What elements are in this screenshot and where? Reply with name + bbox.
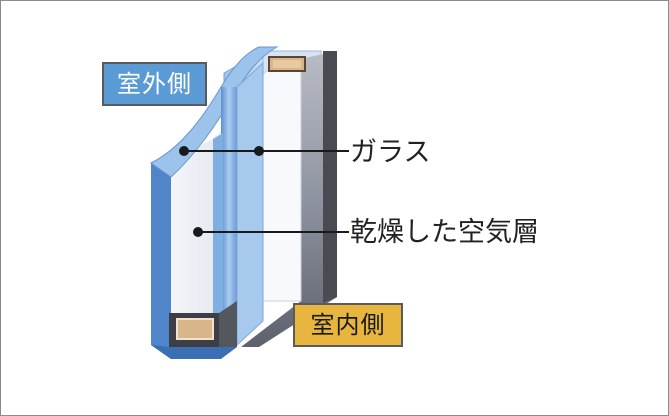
frame-edge [323, 51, 337, 303]
inner-pane-side [236, 61, 264, 347]
top-spacer-core [273, 60, 301, 68]
outdoor-glass-pane [150, 46, 279, 359]
bottom-spacer [176, 318, 214, 340]
air-layer [169, 139, 213, 331]
air-layer-top [258, 58, 302, 302]
outdoor-side-tag: 室外側 [102, 62, 207, 106]
glass-marker-inner [254, 146, 264, 156]
indoor-side-tag: 室内側 [293, 303, 403, 347]
bottom-frame-side [219, 301, 237, 359]
glass-marker-outer [179, 146, 189, 156]
air-marker [193, 227, 203, 237]
dry-air-layer-label: 乾燥した空気層 [350, 217, 539, 248]
frame-shadow [241, 51, 337, 347]
glass-label: ガラス [350, 137, 431, 168]
front-pane-bottom [151, 345, 237, 359]
